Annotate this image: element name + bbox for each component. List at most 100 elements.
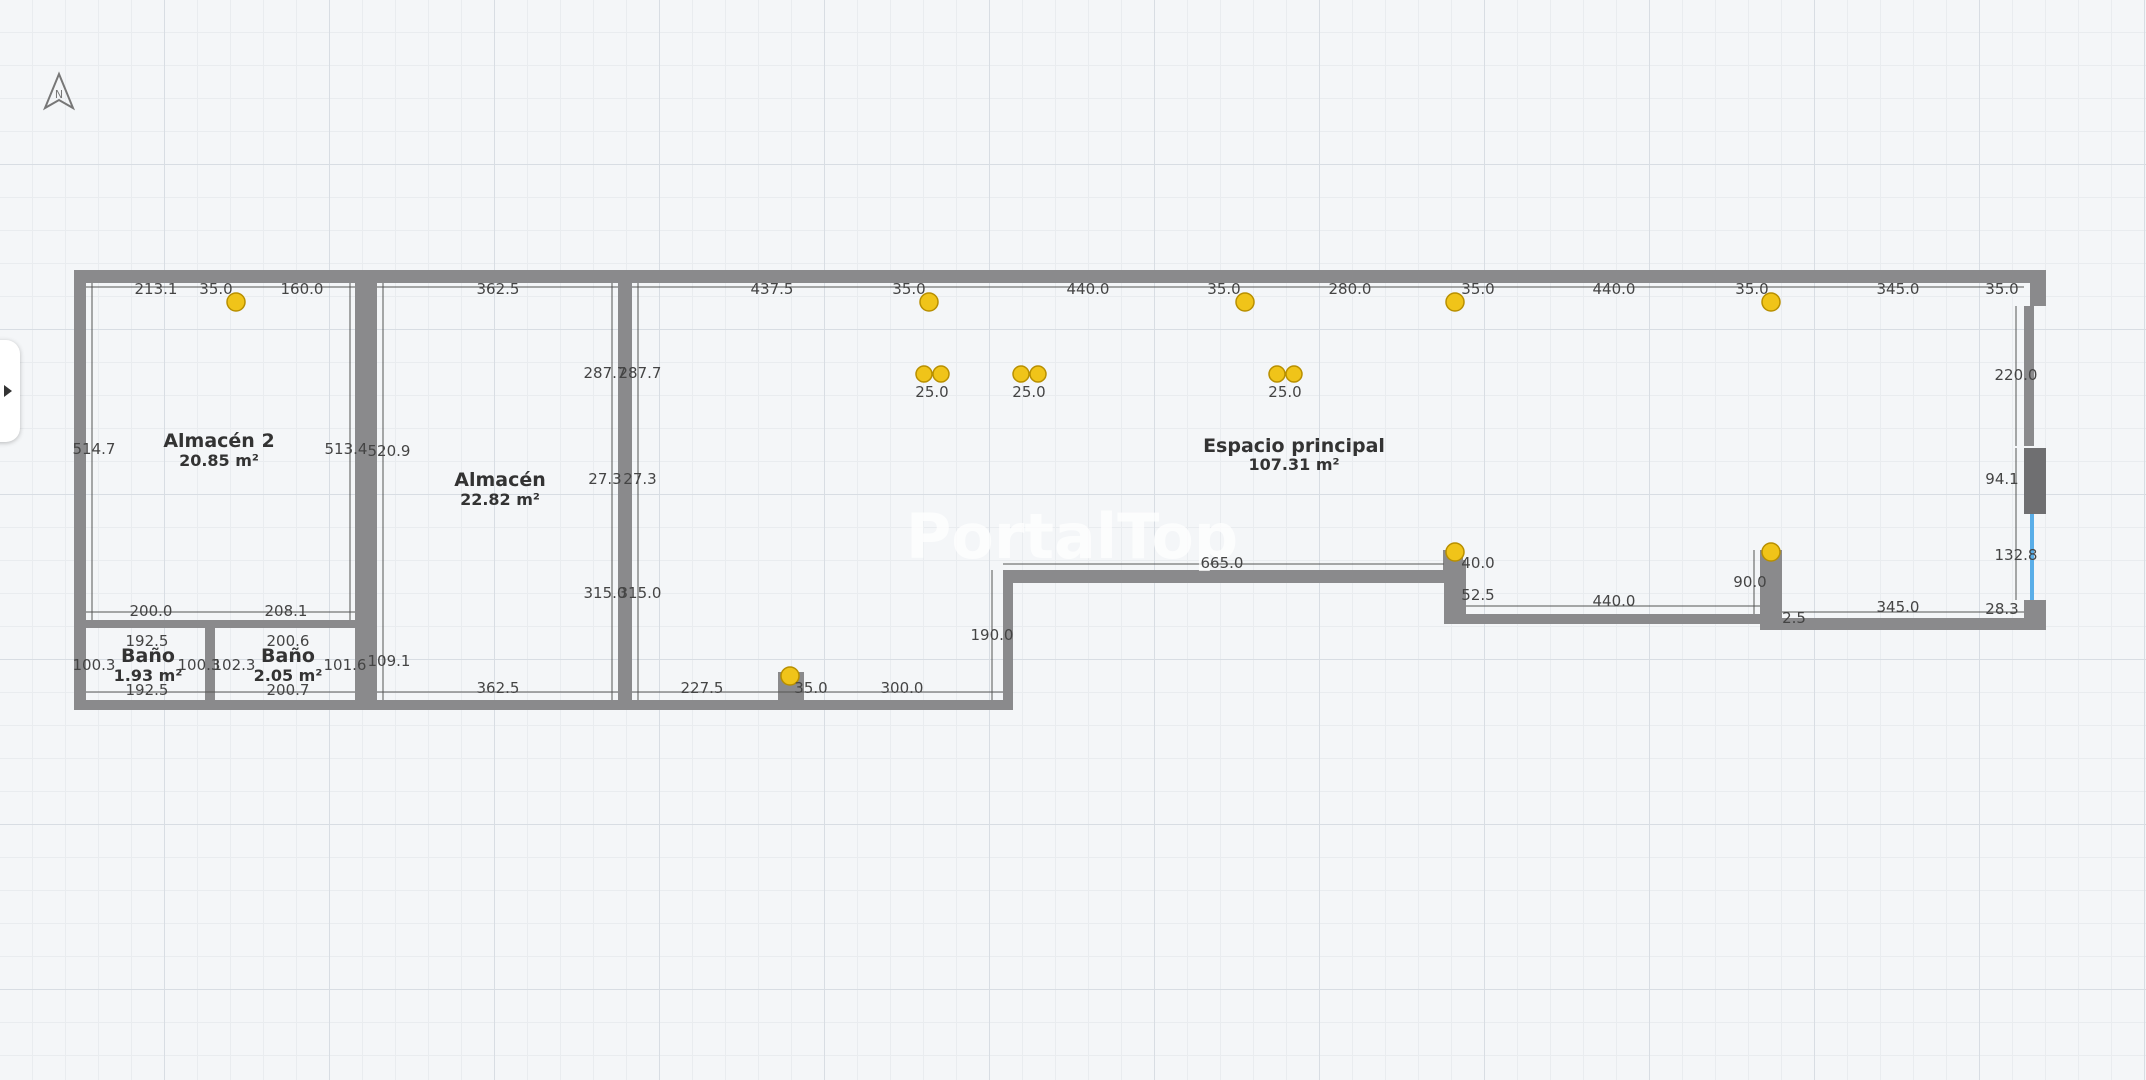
dimension-label: 345.0 bbox=[1877, 280, 1920, 298]
dimension-label: 440.0 bbox=[1593, 592, 1636, 610]
dimension-label: 35.0 bbox=[1985, 280, 2018, 298]
dimension-label: 200.7 bbox=[267, 681, 310, 699]
wall-step-pillar-2 bbox=[1760, 550, 1782, 630]
fixture-icon bbox=[1029, 365, 1047, 383]
wall-partition-almacen bbox=[355, 270, 377, 710]
dimension-label: 160.0 bbox=[281, 280, 324, 298]
dimension-label: 101.6 bbox=[324, 656, 367, 674]
dimension-label: 35.0 bbox=[794, 679, 827, 697]
dimension-label: 52.5 bbox=[1461, 586, 1494, 604]
dimension-label: 513.4 bbox=[325, 440, 368, 458]
wall-partition-espacio bbox=[618, 270, 632, 710]
dimension-label: 132.8 bbox=[1995, 546, 2038, 564]
wall-left bbox=[74, 270, 86, 710]
fixture-icon bbox=[1761, 292, 1781, 312]
dimension-label: 94.1 bbox=[1985, 470, 2018, 488]
side-panel-toggle[interactable] bbox=[0, 340, 20, 442]
dimension-label: 287.7 bbox=[584, 364, 627, 382]
fixture-icon bbox=[932, 365, 950, 383]
dimension-label: 315.0 bbox=[584, 584, 627, 602]
dimension-labels: 213.1 35.0 160.0 362.5 437.5 35.0 440.0 … bbox=[73, 280, 2038, 699]
room-name-espacio-principal[interactable]: Espacio principal bbox=[1203, 435, 1385, 457]
fixture-icon bbox=[226, 292, 246, 312]
dimension-label: 35.0 bbox=[1207, 280, 1240, 298]
fixture-icon bbox=[1761, 542, 1781, 562]
dimension-label: 227.5 bbox=[681, 679, 724, 697]
wall-right bbox=[2024, 306, 2034, 446]
dimension-label: 25.0 bbox=[1268, 383, 1301, 401]
dimension-label: 192.5 bbox=[126, 681, 169, 699]
dimension-label: 200.6 bbox=[267, 632, 310, 650]
fixture-icon bbox=[1445, 542, 1465, 562]
room-area-almacen: 22.82 m² bbox=[460, 490, 540, 509]
dimension-label: 27.3 bbox=[588, 470, 621, 488]
fixture-icon bbox=[1268, 365, 1286, 383]
room-area-bano-1: 1.93 m² bbox=[114, 666, 183, 685]
room-name-almacen[interactable]: Almacén bbox=[454, 469, 546, 491]
dimension-label: 35.0 bbox=[199, 280, 232, 298]
dimension-label: 362.5 bbox=[477, 679, 520, 697]
dimension-label: 287.7 bbox=[619, 364, 662, 382]
dimension-label: 514.7 bbox=[73, 440, 116, 458]
watermark: PortalTop bbox=[906, 500, 1238, 573]
dimension-label: 35.0 bbox=[1461, 280, 1494, 298]
wall-right-bottom bbox=[2024, 600, 2046, 630]
dimension-label: 440.0 bbox=[1593, 280, 1636, 298]
dimension-label: 28.3 bbox=[1985, 600, 2018, 618]
wall-bano-divider bbox=[205, 620, 215, 710]
wall-bottom-left bbox=[74, 700, 1012, 710]
fixture-icon bbox=[915, 365, 933, 383]
fixture-icon bbox=[780, 666, 800, 686]
dimension-label: 25.0 bbox=[915, 383, 948, 401]
dimension-label: 100.3 bbox=[178, 656, 221, 674]
walls bbox=[74, 270, 2046, 710]
dimension-label: 35.0 bbox=[892, 280, 925, 298]
dimension-label: 40.0 bbox=[1461, 554, 1494, 572]
dimension-label: 190.0 bbox=[971, 626, 1014, 644]
dimension-label: 437.5 bbox=[751, 280, 794, 298]
fixtures bbox=[226, 292, 1781, 686]
room-area-almacen2: 20.85 m² bbox=[179, 451, 259, 470]
dimension-label: 300.0 bbox=[881, 679, 924, 697]
dimension-label: 665.0 bbox=[1201, 554, 1244, 572]
dimension-label: 220.0 bbox=[1995, 366, 2038, 384]
room-labels: Almacén 2 20.85 m² Almacén 22.82 m² Espa… bbox=[114, 430, 1385, 685]
fixture-icon bbox=[1445, 292, 1465, 312]
wall-step-pillar bbox=[1444, 560, 1466, 624]
room-name-bano-1[interactable]: Baño bbox=[121, 645, 175, 667]
dimension-label: 27.3 bbox=[623, 470, 656, 488]
dimension-label: 315.0 bbox=[619, 584, 662, 602]
dimension-label: 520.9 bbox=[368, 442, 411, 460]
wall-bottom-right bbox=[1760, 618, 2046, 630]
wall-step-top bbox=[1003, 570, 1447, 583]
chevron-right-icon bbox=[4, 385, 12, 397]
fixture-icon bbox=[919, 292, 939, 312]
dimension-label: 213.1 bbox=[135, 280, 178, 298]
wall-right-pillar bbox=[2024, 448, 2046, 514]
dimension-label: 362.5 bbox=[477, 280, 520, 298]
wall-top bbox=[74, 270, 2046, 283]
room-name-almacen2[interactable]: Almacén 2 bbox=[163, 430, 274, 452]
dimension-lines bbox=[86, 283, 2024, 700]
dimension-label: 109.1 bbox=[368, 652, 411, 670]
north-arrow-icon: N bbox=[40, 70, 78, 114]
dimension-label: 280.0 bbox=[1329, 280, 1372, 298]
dimension-label: 90.0 bbox=[1733, 573, 1766, 591]
dimension-label: 440.0 bbox=[1067, 280, 1110, 298]
north-label: N bbox=[55, 88, 63, 101]
wall-bottom-mid bbox=[1444, 614, 1764, 624]
dimension-label: 345.0 bbox=[1877, 598, 1920, 616]
dimension-label: 35.0 bbox=[1735, 280, 1768, 298]
dimension-label: 100.3 bbox=[73, 656, 116, 674]
wall-bano-top bbox=[74, 620, 364, 628]
room-area-espacio-principal: 107.31 m² bbox=[1249, 455, 1340, 474]
room-name-bano-2[interactable]: Baño bbox=[261, 645, 315, 667]
dimension-label: 102.3 bbox=[213, 656, 256, 674]
wall-step-vertical bbox=[1003, 570, 1013, 710]
fixture-icon bbox=[1012, 365, 1030, 383]
dimension-label: 2.5 bbox=[1782, 609, 1806, 627]
dimension-label: 192.5 bbox=[126, 632, 169, 650]
fixture-icon bbox=[1285, 365, 1303, 383]
wall-right-top bbox=[2030, 270, 2046, 306]
